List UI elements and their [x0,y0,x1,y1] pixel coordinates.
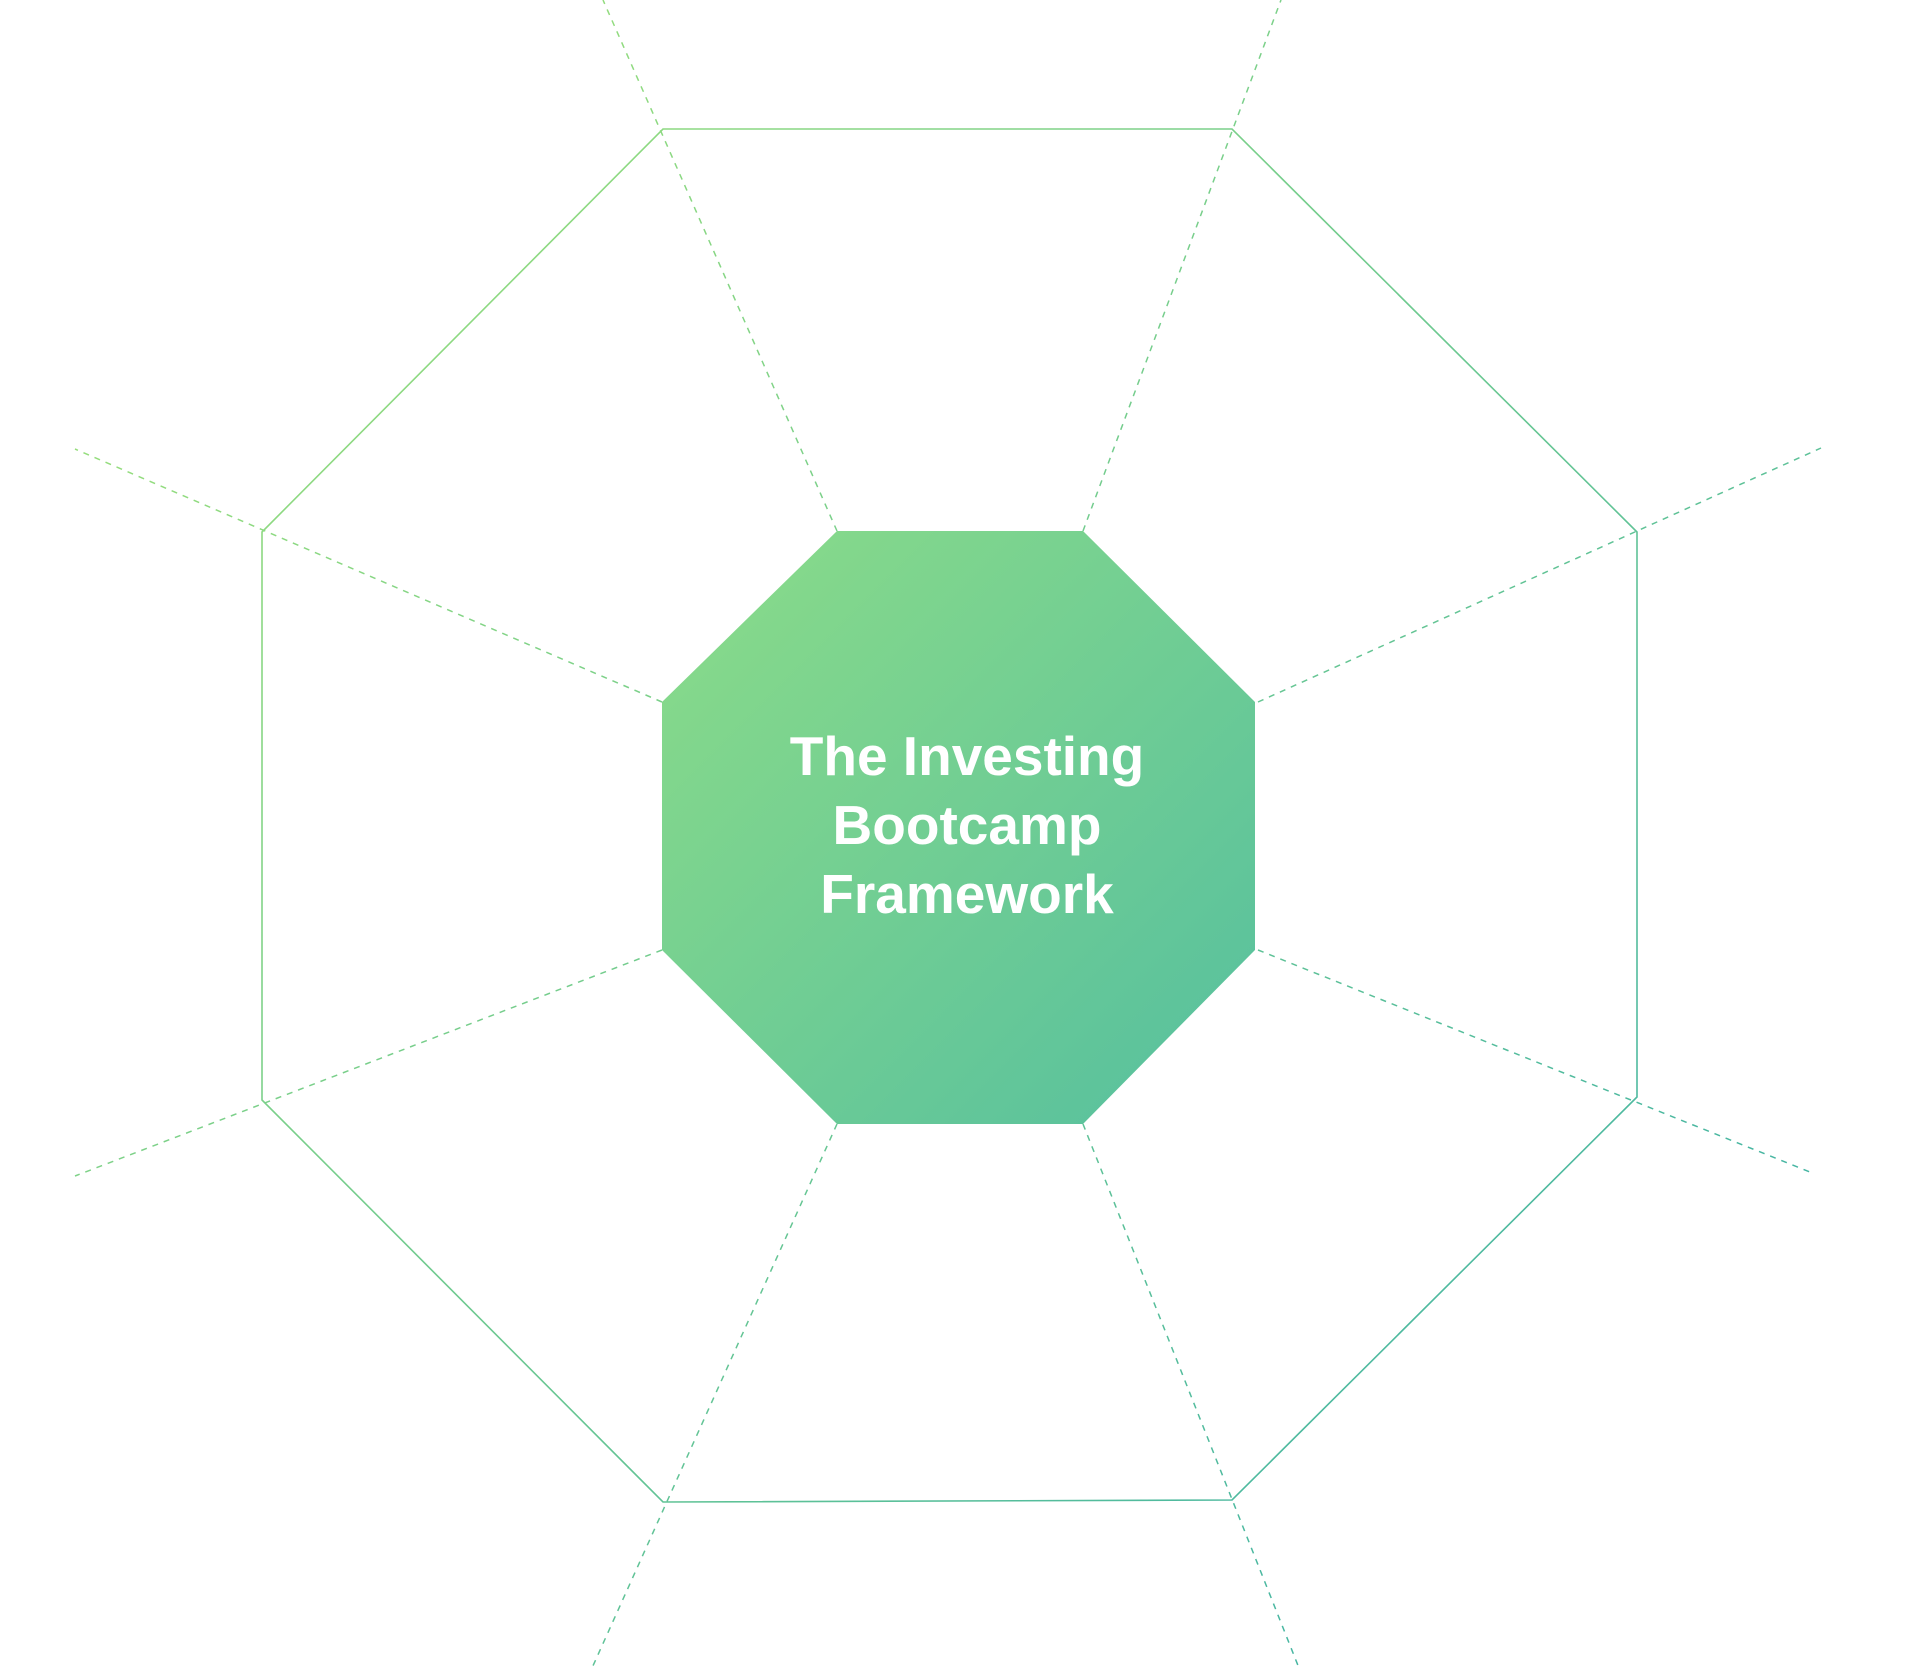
spoke-right-lower [1257,949,1811,1173]
spoke-left-lower [74,949,663,1177]
center-title-line-2: Bootcamp [832,794,1102,856]
spoke-left-upper [74,448,663,703]
spoke-bottom-right [1082,1123,1300,1668]
center-title-line-1: The Investing [789,725,1145,787]
outer-octagon [261,128,1638,1503]
center-title: The Investing Bootcamp Framework [672,722,1262,929]
spoke-top-right [1082,0,1282,532]
spoke-bottom-left [591,1123,838,1668]
center-octagon [662,531,1255,1124]
center-title-line-3: Framework [820,863,1114,925]
dashed-spokes [74,0,1822,1668]
spoke-right-upper [1257,447,1822,703]
spoke-top-left [602,0,838,532]
